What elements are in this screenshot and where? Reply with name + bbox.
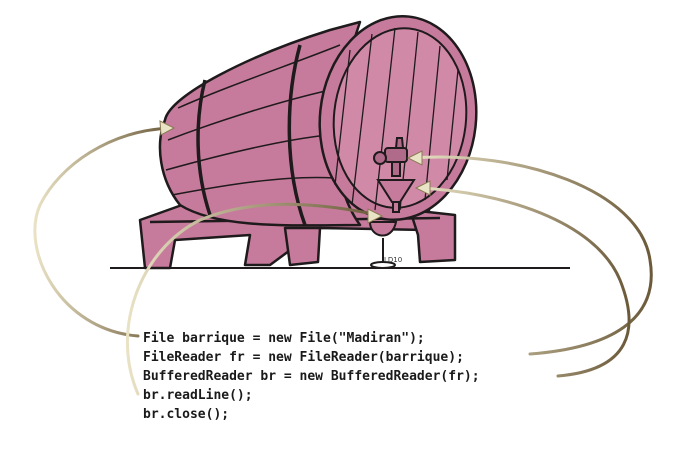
- funnel-icon: [376, 179, 416, 213]
- wine-glass-icon: [368, 221, 398, 269]
- code-line-bufferedreader: BufferedReader br = new BufferedReader(f…: [143, 369, 480, 384]
- arrowhead-tap: [406, 150, 423, 166]
- artist-signature: LD10: [384, 256, 403, 264]
- code-line-close: br.close();: [143, 407, 230, 422]
- arrowhead-funnel: [414, 180, 431, 196]
- code-line-filereader: FileReader fr = new FileReader(barrique)…: [143, 350, 464, 365]
- arrow-filereader-to-tap: [410, 155, 653, 356]
- arrowhead-barrel: [159, 120, 176, 136]
- arrow-bufferedreader-to-funnel: [418, 186, 631, 378]
- arrow-readline-to-glass: [125, 202, 380, 396]
- code-line-readline: br.readLine();: [143, 388, 253, 403]
- arrowhead-glass: [367, 208, 384, 224]
- code-line-file: File barrique = new File("Madiran");: [143, 331, 425, 346]
- tap-icon: [373, 137, 408, 177]
- barrel-icon: [158, 14, 478, 227]
- arrow-file-to-barrel: [33, 126, 174, 338]
